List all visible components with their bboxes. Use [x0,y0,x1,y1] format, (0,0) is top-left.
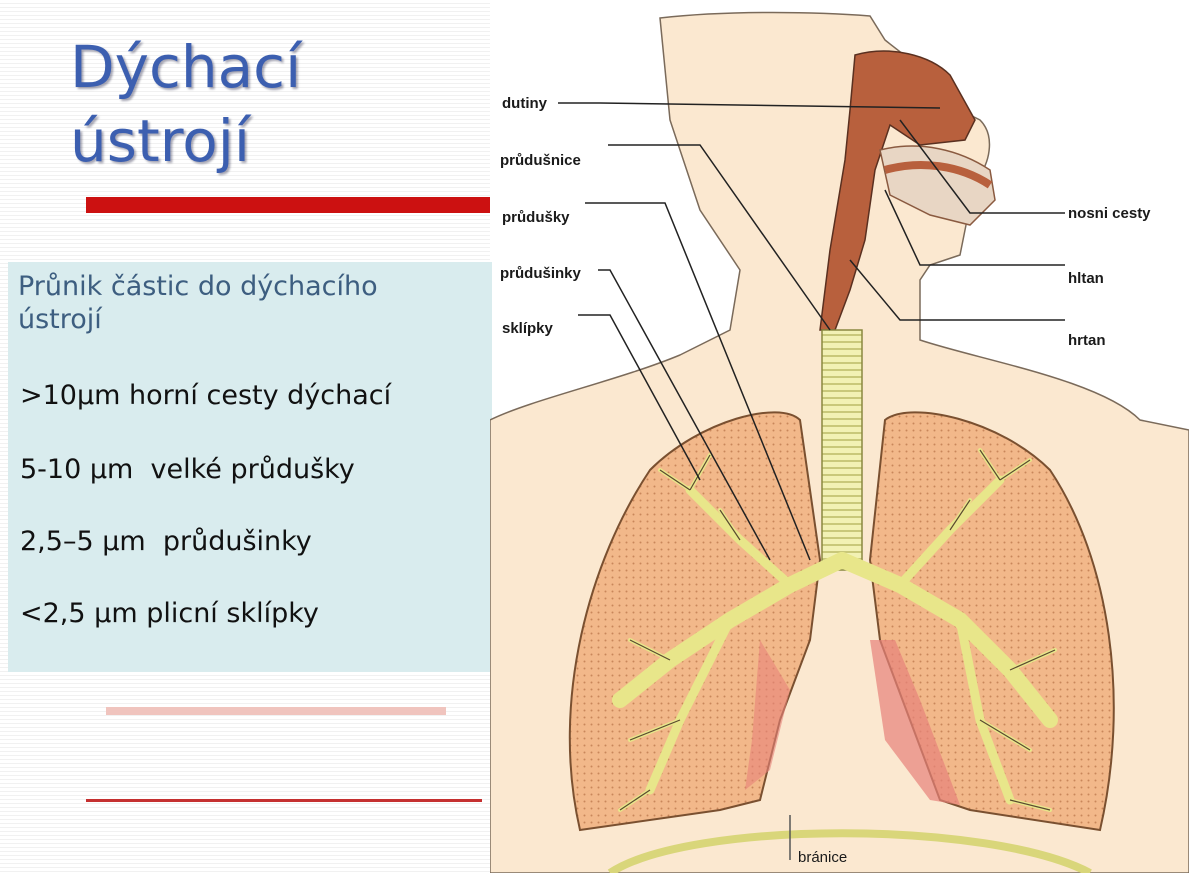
label-nosni-cesty: nosni cesty [1068,205,1151,222]
label-prudusinky: průdušinky [500,265,582,282]
label-prudusnice: průdušnice [500,152,581,169]
respiratory-system-diagram: dutiny průdušnice průdušky průdušinky sk… [490,0,1189,873]
list-item: >10µm horní cesty dýchací [20,379,391,413]
title-line-1: Dýchací [70,30,470,104]
list-item: <2,5 µm plicní sklípky [20,597,319,631]
slide-title: Dýchací ústrojí [70,30,470,178]
label-dutiny: dutiny [502,95,548,112]
label-sklipky: sklípky [502,320,554,337]
label-branice: bránice [798,849,847,866]
title-underline-bar [86,197,490,213]
decorative-line-red [86,799,482,802]
decorative-line-pink [106,707,446,715]
label-prudusky: průdušky [502,209,570,226]
label-hltan: hltan [1068,270,1104,287]
list-item: 5-10 µm velké průdušky [20,453,355,487]
title-line-2: ústrojí [70,104,470,178]
label-hrtan: hrtan [1068,332,1106,349]
list-item: 2,5–5 µm průdušinky [20,525,312,559]
intro-text: Průnik částic do dýchacího ústrojí [18,270,458,336]
trachea [822,330,862,570]
